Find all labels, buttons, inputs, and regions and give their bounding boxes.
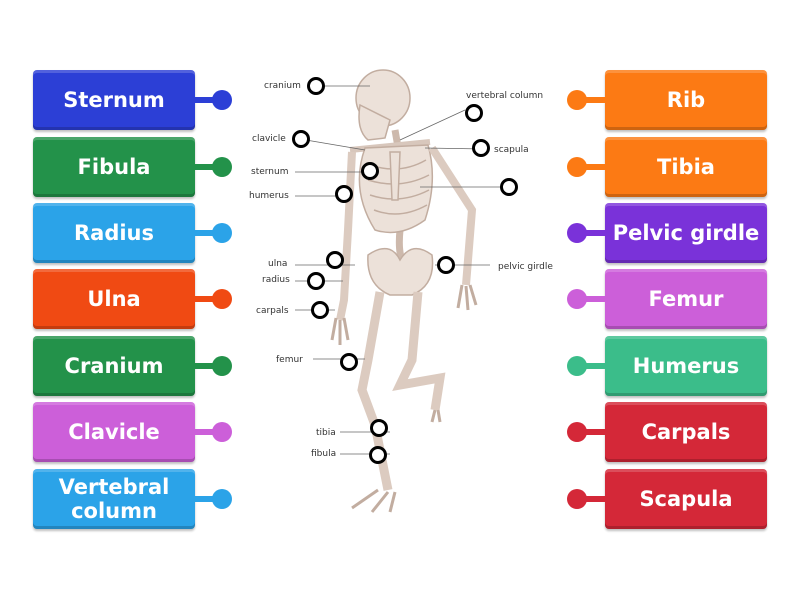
label-clavicle: clavicle xyxy=(252,134,286,144)
label-tile-femur[interactable]: Femur xyxy=(605,269,767,329)
tile-label: Cranium xyxy=(64,354,164,378)
label-humerus: humerus xyxy=(249,191,289,201)
label-tile-fibula[interactable]: Fibula xyxy=(33,137,195,197)
connector-handle[interactable] xyxy=(567,223,587,243)
connector-line xyxy=(195,496,221,502)
label-sternum: sternum xyxy=(251,167,289,177)
label-femur: femur xyxy=(276,355,303,365)
connector-line xyxy=(579,164,605,170)
tile-label: Rib xyxy=(666,88,706,112)
label-tile-pelvic-girdle[interactable]: Pelvic girdle xyxy=(605,203,767,263)
label-ulna: ulna xyxy=(268,259,288,269)
label-tibia: tibia xyxy=(316,428,336,438)
connector-line xyxy=(579,429,605,435)
connector-line xyxy=(195,230,221,236)
label-fibula: fibula xyxy=(311,449,337,459)
connector-line xyxy=(579,97,605,103)
label-tile-tibia[interactable]: Tibia xyxy=(605,137,767,197)
tile-label: Sternum xyxy=(63,88,165,112)
drop-target-scapula[interactable] xyxy=(472,139,490,157)
label-tile-ulna[interactable]: Ulna xyxy=(33,269,195,329)
label-tile-scapula[interactable]: Scapula xyxy=(605,469,767,529)
connector-handle[interactable] xyxy=(567,356,587,376)
tile-label: Carpals xyxy=(641,420,731,444)
label-tile-rib[interactable]: Rib xyxy=(605,70,767,130)
drop-target-sternum[interactable] xyxy=(361,162,379,180)
connector-handle[interactable] xyxy=(567,489,587,509)
drop-target-humerus[interactable] xyxy=(335,185,353,203)
connector-line xyxy=(195,97,221,103)
connector-handle[interactable] xyxy=(212,157,232,177)
tile-label: Fibula xyxy=(77,155,151,179)
connector-line xyxy=(579,230,605,236)
connector-handle[interactable] xyxy=(567,90,587,110)
connector-line xyxy=(579,363,605,369)
connector-line xyxy=(195,363,221,369)
label-radius: radius xyxy=(262,275,290,285)
connector-line xyxy=(195,429,221,435)
tile-label: Vertebral column xyxy=(58,475,170,523)
connector-line xyxy=(195,296,221,302)
label-tile-humerus[interactable]: Humerus xyxy=(605,336,767,396)
tile-label: Scapula xyxy=(639,487,733,511)
label-scapula: scapula xyxy=(494,145,529,155)
tile-label: Humerus xyxy=(632,354,740,378)
drop-target-tibia[interactable] xyxy=(370,419,388,437)
label-tile-radius[interactable]: Radius xyxy=(33,203,195,263)
label-tile-clavicle[interactable]: Clavicle xyxy=(33,402,195,462)
connector-line xyxy=(579,296,605,302)
label-tile-cranium[interactable]: Cranium xyxy=(33,336,195,396)
label-tile-vertebral-column[interactable]: Vertebral column xyxy=(33,469,195,529)
connector-handle[interactable] xyxy=(212,489,232,509)
drop-target-cranium[interactable] xyxy=(307,77,325,95)
tile-label: Tibia xyxy=(657,155,715,179)
drop-target-ulna[interactable] xyxy=(326,251,344,269)
drop-target-vertebral-column[interactable] xyxy=(465,104,483,122)
drop-target-fibula[interactable] xyxy=(369,446,387,464)
tile-label: Pelvic girdle xyxy=(612,221,760,245)
drop-target-radius[interactable] xyxy=(307,272,325,290)
skeleton-diagram: cranium vertebral column clavicle scapul… xyxy=(240,60,560,530)
connector-line xyxy=(195,164,221,170)
label-carpals: carpals xyxy=(256,306,289,316)
connector-line xyxy=(579,496,605,502)
connector-handle[interactable] xyxy=(567,289,587,309)
label-tile-carpals[interactable]: Carpals xyxy=(605,402,767,462)
drop-target-clavicle[interactable] xyxy=(292,130,310,148)
connector-handle[interactable] xyxy=(212,223,232,243)
connector-handle[interactable] xyxy=(567,422,587,442)
tile-label: Femur xyxy=(648,287,724,311)
label-cranium: cranium xyxy=(264,81,301,91)
drop-target-femur[interactable] xyxy=(340,353,358,371)
drop-target-rib[interactable] xyxy=(500,178,518,196)
drop-target-pelvic-girdle[interactable] xyxy=(437,256,455,274)
tile-label: Clavicle xyxy=(68,420,160,444)
tile-label: Ulna xyxy=(87,287,141,311)
tile-label: Radius xyxy=(73,221,155,245)
connector-handle[interactable] xyxy=(212,289,232,309)
connector-handle[interactable] xyxy=(567,157,587,177)
connector-handle[interactable] xyxy=(212,90,232,110)
label-pelvic-girdle: pelvic girdle xyxy=(498,262,553,272)
label-tile-sternum[interactable]: Sternum xyxy=(33,70,195,130)
connector-handle[interactable] xyxy=(212,422,232,442)
label-vertebral-column: vertebral column xyxy=(466,91,544,101)
skeleton-image xyxy=(295,69,509,513)
connector-handle[interactable] xyxy=(212,356,232,376)
drop-target-carpals[interactable] xyxy=(311,301,329,319)
